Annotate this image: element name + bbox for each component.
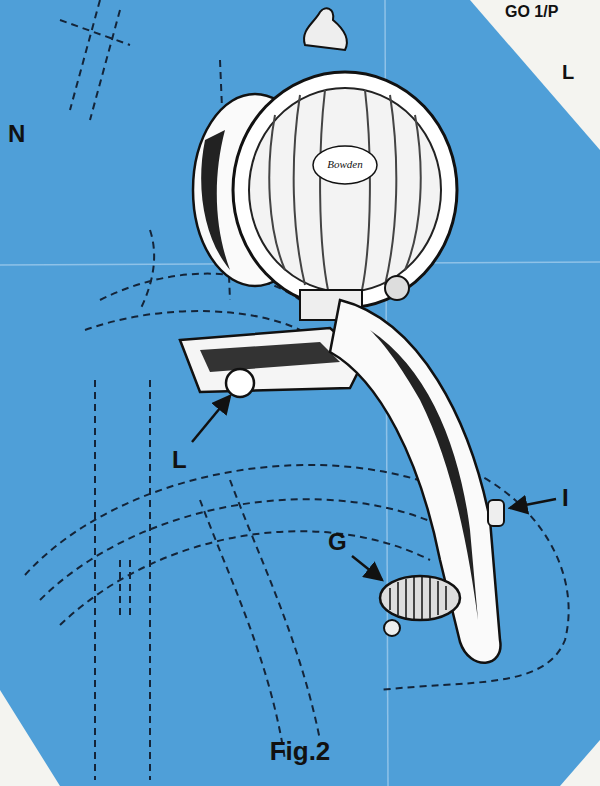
- shell-shading: [201, 130, 230, 270]
- bicycle-outline: [25, 0, 569, 780]
- knurled-wheel: [380, 576, 460, 620]
- callout-letter: G: [328, 530, 347, 554]
- knurl-ticks: [390, 577, 446, 619]
- nut: [384, 620, 400, 636]
- figure-caption: Fig.2: [270, 738, 331, 764]
- paper-edge: [0, 690, 60, 786]
- lamp-lens: [249, 88, 441, 292]
- brand-name: Bowden: [327, 159, 362, 170]
- arm-shading: [200, 342, 340, 372]
- leader-line: [352, 556, 382, 580]
- paper-edge: [560, 740, 600, 786]
- page-text: GO 1/P: [505, 4, 558, 20]
- section-letter: N: [8, 122, 25, 146]
- wing-nut: [226, 369, 254, 397]
- bracket-stem: [330, 300, 500, 663]
- leader-line: [192, 396, 230, 442]
- lamp-rim: [233, 72, 457, 308]
- paper-edge: [470, 0, 600, 150]
- cable-connector: [385, 276, 409, 300]
- callout-letter: L: [172, 448, 187, 472]
- top-knob: [304, 8, 347, 50]
- callout-letter: I: [562, 486, 569, 510]
- page-text: L: [562, 62, 574, 82]
- bolt: [488, 500, 504, 526]
- lens-ribs: [269, 90, 420, 290]
- lamp-badge: [313, 146, 377, 184]
- stem-shading: [370, 330, 478, 620]
- leader-line: [510, 499, 556, 508]
